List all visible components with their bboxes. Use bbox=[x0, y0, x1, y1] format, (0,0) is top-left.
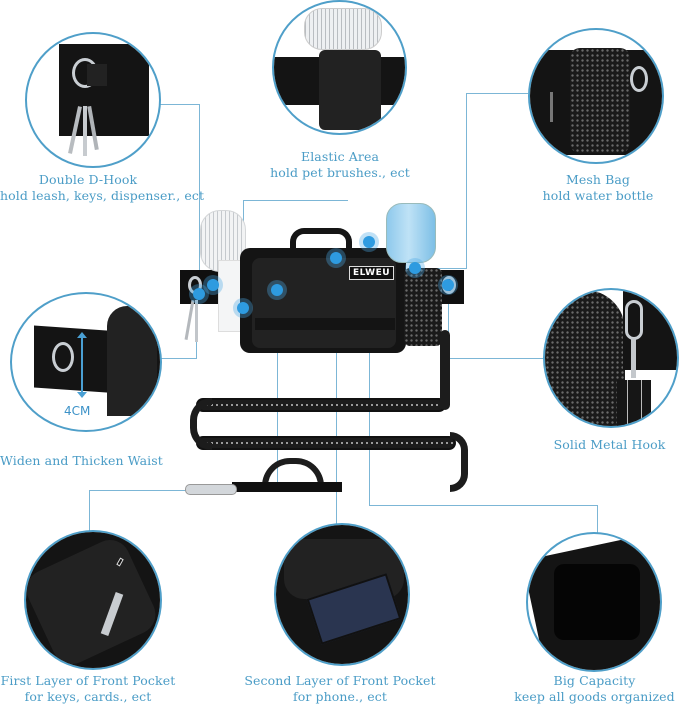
hotspot-metal-hook[interactable] bbox=[442, 279, 454, 291]
first-layer-detail-image bbox=[24, 530, 162, 670]
feature-label-big-capacity: Big Capacity keep all goods organized bbox=[514, 673, 675, 704]
connector-line bbox=[369, 242, 370, 506]
waist-detail-image: 4CM bbox=[10, 292, 162, 432]
hotspot-first-layer[interactable] bbox=[271, 284, 283, 296]
measurement-label: 4CM bbox=[64, 404, 91, 418]
connector-line bbox=[158, 104, 200, 105]
hotspot-waist[interactable] bbox=[237, 302, 249, 314]
connector-line bbox=[448, 285, 449, 359]
connector-line bbox=[448, 358, 544, 359]
hotspot-elastic[interactable] bbox=[207, 279, 219, 291]
big-capacity-detail-image bbox=[526, 532, 662, 672]
second-layer-detail-image bbox=[274, 523, 410, 666]
feature-label-mesh-bag: Mesh Bag hold water bottle bbox=[542, 172, 654, 203]
connector-line bbox=[199, 104, 200, 294]
connector-line bbox=[336, 258, 337, 536]
feature-label-first-layer: First Layer of Front Pocket for keys, ca… bbox=[0, 673, 176, 704]
feature-label-second-layer: Second Layer of Front Pocket for phone.,… bbox=[244, 673, 436, 704]
mesh-bag-detail-image bbox=[528, 28, 664, 164]
brand-logo: ELWEU bbox=[349, 266, 395, 280]
feature-label-waist: Widen and Thicken Waist bbox=[0, 453, 163, 468]
connector-line bbox=[466, 93, 528, 94]
feature-label-double-d-hook: Double D-Hook hold leash, keys, dispense… bbox=[0, 172, 205, 203]
hotspot-d-hook[interactable] bbox=[193, 288, 205, 300]
hotspot-mesh-bag[interactable] bbox=[409, 262, 421, 274]
metal-hook-detail-image bbox=[543, 288, 679, 428]
hotspot-second-layer[interactable] bbox=[330, 252, 342, 264]
hotspot-big-capacity[interactable] bbox=[363, 236, 375, 248]
connector-line bbox=[160, 358, 196, 359]
d-hook-detail-image bbox=[25, 32, 161, 168]
connector-line bbox=[89, 490, 90, 550]
elastic-area-detail-image bbox=[272, 0, 407, 135]
connector-line bbox=[89, 490, 278, 491]
connector-line bbox=[369, 505, 597, 506]
connector-line bbox=[466, 93, 467, 268]
connector-line bbox=[597, 505, 598, 551]
feature-label-metal-hook: Solid Metal Hook bbox=[553, 437, 666, 452]
connector-line bbox=[415, 268, 467, 269]
feature-label-elastic-area: Elastic Area hold pet brushes., ect bbox=[270, 149, 410, 180]
connector-line bbox=[277, 290, 278, 491]
connector-line bbox=[243, 200, 348, 201]
